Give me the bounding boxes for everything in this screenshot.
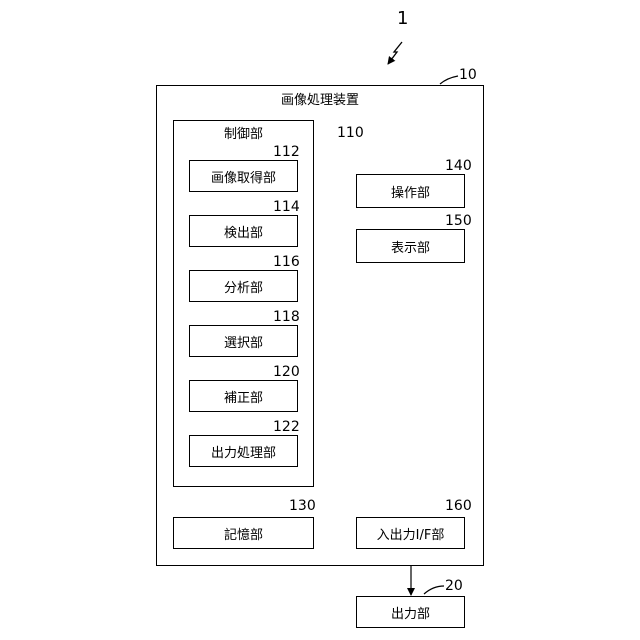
storage-unit-box: 記憶部 xyxy=(173,517,314,549)
storage-unit-ref: 130 xyxy=(289,499,316,513)
display-unit-ref: 150 xyxy=(445,214,472,228)
device-ref: 10 xyxy=(459,68,477,82)
operation-unit-box: 操作部 xyxy=(356,174,465,208)
io-interface-box: 入出力I/F部 xyxy=(356,517,465,549)
unit-box-selection: 選択部 xyxy=(189,325,298,357)
unit-ref: 122 xyxy=(273,420,300,434)
unit-ref: 116 xyxy=(273,255,300,269)
storage-unit-label: 記憶部 xyxy=(224,524,263,543)
leader-20 xyxy=(424,586,444,594)
unit-ref: 112 xyxy=(273,145,300,159)
unit-box-correction: 補正部 xyxy=(189,380,298,412)
io-interface-label: 入出力I/F部 xyxy=(377,524,445,543)
controller-title: 制御部 xyxy=(173,128,314,141)
unit-label: 出力処理部 xyxy=(211,442,276,461)
operation-unit-label: 操作部 xyxy=(391,182,430,201)
display-unit-box: 表示部 xyxy=(356,229,465,263)
output-unit-box: 出力部 xyxy=(356,596,465,628)
device-title: 画像処理装置 xyxy=(156,94,484,107)
figure-label: 1 xyxy=(397,10,408,28)
unit-label: 選択部 xyxy=(224,332,263,351)
output-unit-ref: 20 xyxy=(445,579,463,593)
display-unit-label: 表示部 xyxy=(391,237,430,256)
unit-box-image-acquisition: 画像取得部 xyxy=(189,160,298,192)
unit-ref: 118 xyxy=(273,310,300,324)
unit-label: 検出部 xyxy=(224,222,263,241)
io-interface-ref: 160 xyxy=(445,499,472,513)
unit-box-detection: 検出部 xyxy=(189,215,298,247)
unit-label: 補正部 xyxy=(224,387,263,406)
unit-label: 画像取得部 xyxy=(211,167,276,186)
unit-label: 分析部 xyxy=(224,277,263,296)
unit-ref: 114 xyxy=(273,200,300,214)
leader-10 xyxy=(440,76,458,84)
unit-box-output-processing: 出力処理部 xyxy=(189,435,298,467)
unit-ref: 120 xyxy=(273,365,300,379)
output-unit-label: 出力部 xyxy=(391,603,430,622)
operation-unit-ref: 140 xyxy=(445,159,472,173)
unit-box-analysis: 分析部 xyxy=(189,270,298,302)
controller-ref: 110 xyxy=(337,126,364,140)
figure-pointer-arrow xyxy=(388,42,402,64)
